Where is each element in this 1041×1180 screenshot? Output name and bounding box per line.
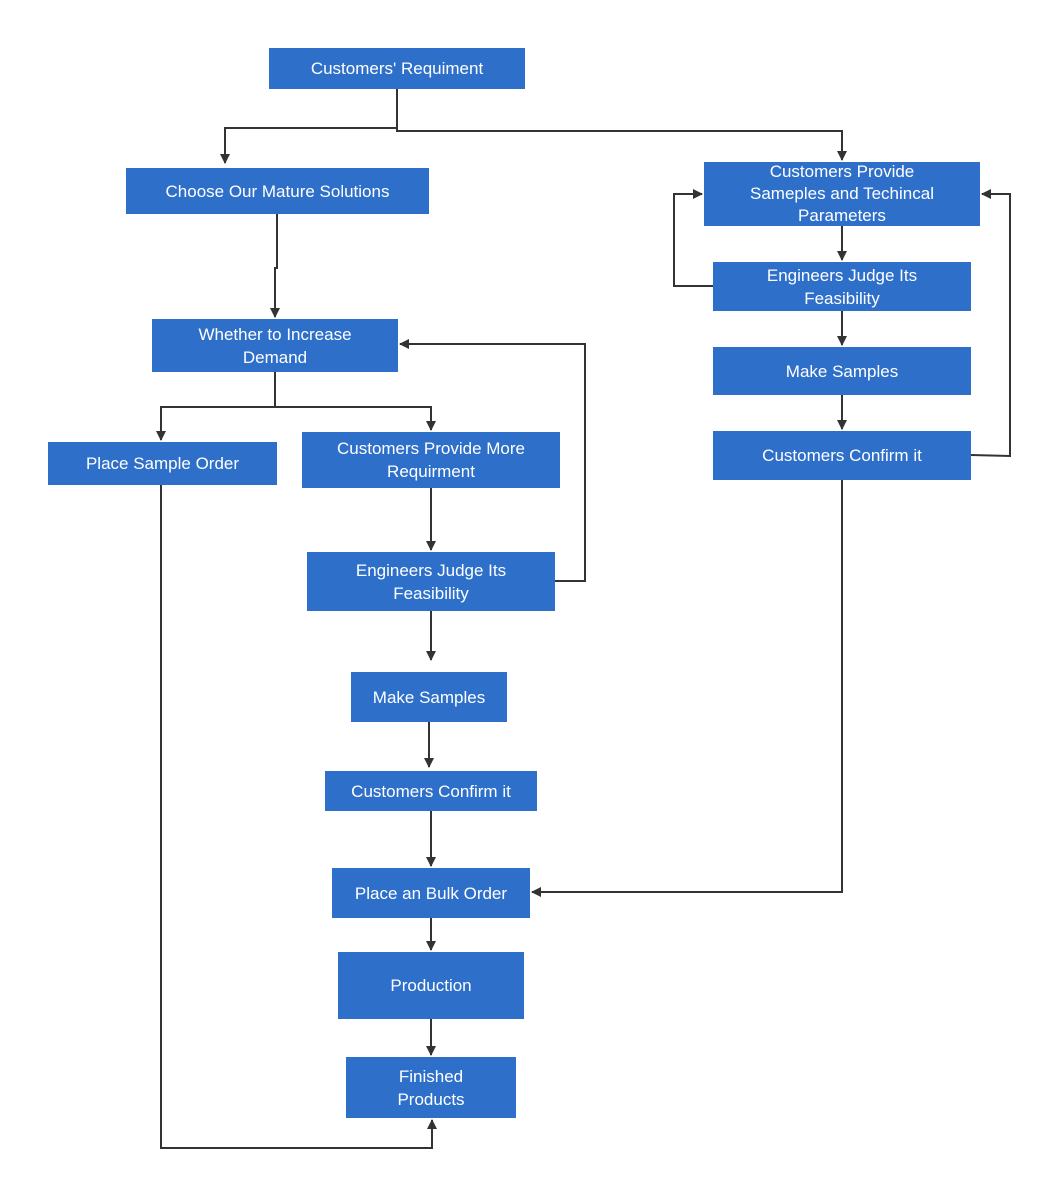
node-place-sample-order: Place Sample Order <box>48 442 277 485</box>
edge-demand-to-sample-order <box>156 372 276 441</box>
node-choose-mature-solutions: Choose Our Mature Solutions <box>126 168 429 214</box>
node-production: Production <box>338 952 524 1019</box>
node-whether-increase-demand: Whether to Increase Demand <box>152 319 398 372</box>
node-make-samples-right: Make Samples <box>713 347 971 395</box>
node-engineers-judge-left: Engineers Judge Its Feasibility <box>307 552 555 611</box>
edge-confirm-right-loop-to-provide <box>970 189 1011 458</box>
node-engineers-judge-right: Engineers Judge Its Feasibility <box>713 262 971 311</box>
node-provide-more-requirement: Customers Provide More Requirment <box>302 432 560 488</box>
node-provide-samples-params: Customers Provide Sameples and Techincal… <box>704 162 980 226</box>
edge-confirm-right-to-bulk-order <box>531 480 843 897</box>
node-make-samples-left: Make Samples <box>351 672 507 722</box>
edge-demand-to-more-requirement <box>275 406 436 431</box>
node-customers-confirm-left: Customers Confirm it <box>325 771 537 811</box>
edge-requirement-to-mature <box>220 89 398 164</box>
edge-mature-to-increase-demand <box>270 214 280 318</box>
node-place-bulk-order: Place an Bulk Order <box>332 868 530 918</box>
edge-requirement-to-provide-samples <box>396 128 847 161</box>
node-finished-products: Finished Products <box>346 1057 516 1118</box>
node-customers-confirm-right: Customers Confirm it <box>713 431 971 480</box>
node-customers-requirement: Customers' Requiment <box>269 48 525 89</box>
